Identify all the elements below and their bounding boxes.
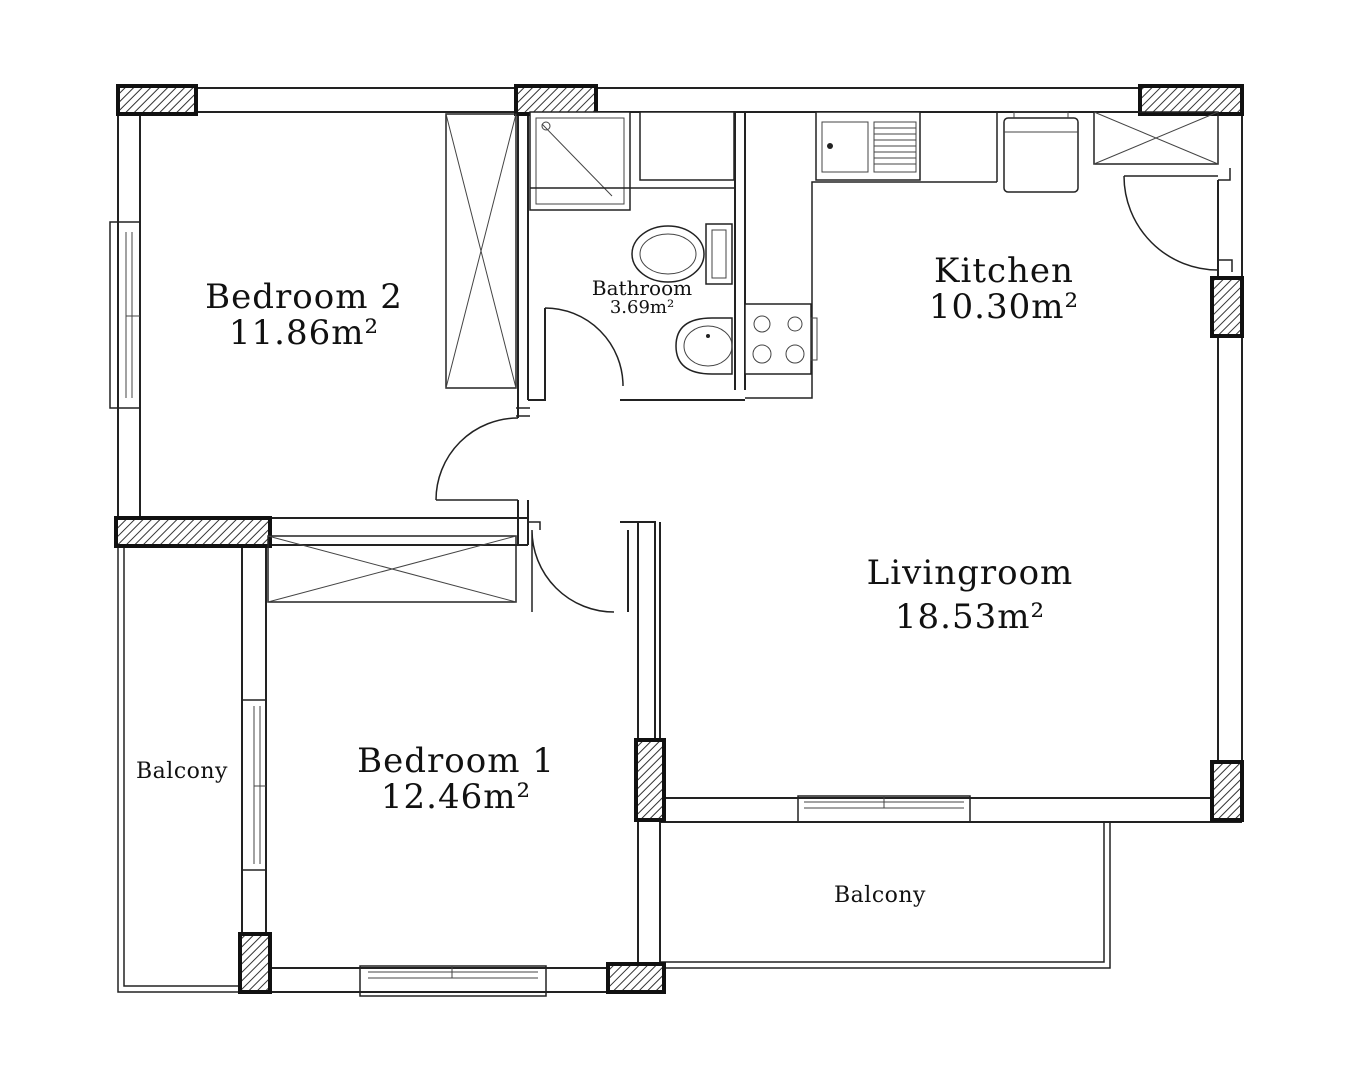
exterior-walls	[117, 87, 1243, 993]
shower-icon	[529, 111, 631, 211]
window-icon	[109, 221, 141, 409]
room-label-kitchen: Kitchen 10.30m²	[894, 251, 1114, 327]
column-icon	[1210, 276, 1244, 338]
room-label-livingroom: Livingroom 18.53m²	[840, 553, 1100, 637]
room-label-balcony-left: Balcony	[122, 760, 242, 783]
room-name: Bedroom 1	[357, 741, 555, 781]
room-area: 3.69m²	[609, 297, 675, 318]
interior-walls	[118, 112, 1233, 740]
column-icon	[238, 932, 272, 994]
column-icon	[1210, 760, 1244, 822]
window-icon	[359, 965, 547, 997]
room-area: 18.53m²	[894, 596, 1046, 637]
room-area: 10.30m²	[928, 286, 1080, 327]
door-swing-icon	[531, 529, 615, 613]
windows	[109, 221, 971, 997]
room-name: Balcony	[834, 883, 926, 908]
room-name: Bedroom 2	[205, 277, 403, 317]
room-area: 12.46m²	[380, 776, 532, 817]
door-swing-icon	[544, 307, 624, 387]
closet-icon	[445, 113, 517, 389]
column-icon	[1138, 84, 1244, 116]
kitchen-sink-icon	[815, 111, 921, 181]
fridge-icon	[1003, 111, 1079, 193]
window-icon	[797, 795, 971, 823]
column-icon	[514, 84, 598, 116]
window-icon	[241, 699, 267, 871]
closet-icon	[267, 535, 517, 603]
room-label-bedroom-2: Bedroom 2 11.86m²	[184, 277, 424, 353]
column-icon	[116, 84, 198, 116]
room-name: Kitchen	[934, 251, 1074, 291]
column-icon	[114, 516, 272, 548]
door-swing-icon	[435, 417, 519, 501]
sink-icon	[675, 317, 733, 375]
room-label-balcony-bottom: Balcony	[800, 884, 960, 907]
room-name: Bathroom	[591, 276, 693, 300]
cabinet-icon	[639, 111, 735, 181]
columns	[114, 84, 1244, 994]
room-name: Balcony	[136, 759, 228, 784]
column-icon	[634, 738, 666, 822]
room-area: 11.86m²	[228, 312, 380, 353]
column-icon	[606, 962, 666, 994]
room-name: Livingroom	[866, 553, 1074, 593]
door-swing-icon	[1123, 175, 1219, 271]
toilet-icon	[631, 223, 733, 285]
closet-icon	[1093, 111, 1219, 165]
stove-icon	[744, 303, 818, 375]
room-label-bathroom: Bathroom 3.69m²	[572, 278, 712, 318]
room-label-bedroom-1: Bedroom 1 12.46m²	[336, 741, 576, 817]
